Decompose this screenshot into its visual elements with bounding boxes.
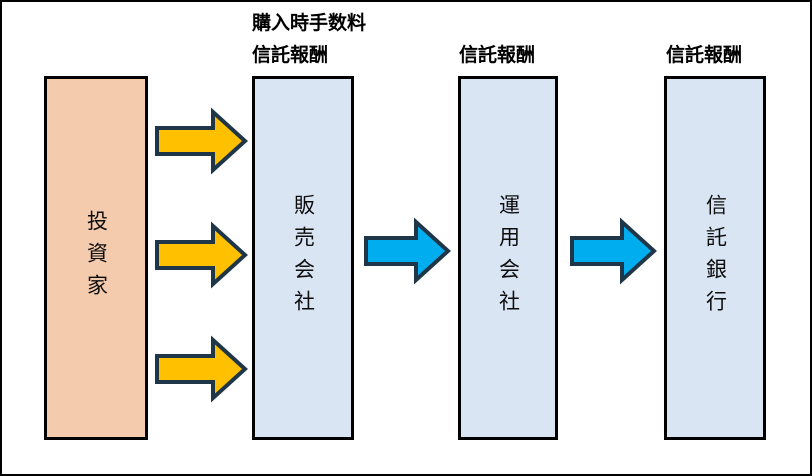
- entity-label-management-company: 運用会社: [496, 194, 521, 322]
- fee-label-trust-fee-sales: 信託報酬: [252, 44, 329, 66]
- entity-box-investor: 投資家: [44, 76, 148, 440]
- entity-label-trust-bank: 信託銀行: [703, 194, 728, 322]
- fee-label-purchase-fee: 購入時手数料: [252, 12, 367, 34]
- entity-label-sales-company: 販売会社: [291, 194, 316, 322]
- entity-label-investor: 投資家: [84, 210, 109, 306]
- arrow-sales-to-management: [364, 217, 451, 285]
- entity-box-trust-bank: 信託銀行: [664, 76, 766, 440]
- arrow-investor-to-sales-3: [155, 335, 248, 403]
- arrow-management-to-bank: [570, 217, 657, 285]
- entity-box-sales-company: 販売会社: [252, 76, 354, 440]
- fee-label-trust-fee-bank: 信託報酬: [666, 44, 743, 66]
- arrow-investor-to-sales-2: [155, 221, 248, 289]
- entity-box-management-company: 運用会社: [458, 76, 558, 440]
- fee-label-trust-fee-management: 信託報酬: [459, 44, 536, 66]
- arrow-investor-to-sales-1: [155, 107, 248, 175]
